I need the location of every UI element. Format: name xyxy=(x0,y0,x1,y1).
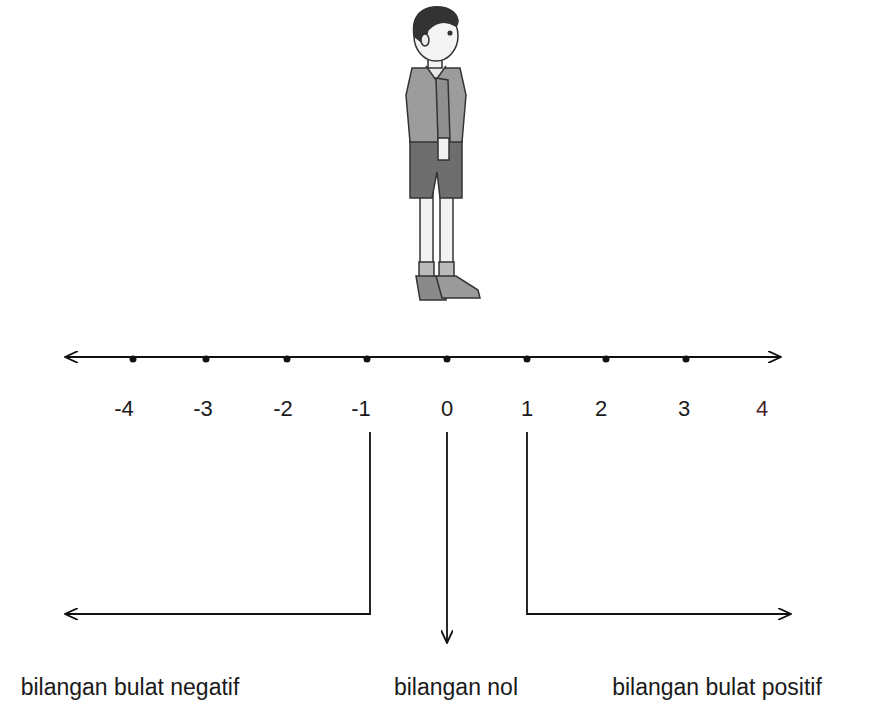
category-label: bilangan nol xyxy=(394,676,518,699)
number-label: 0 xyxy=(441,398,453,420)
zero-arrow xyxy=(446,432,448,642)
number-label: 4 xyxy=(756,398,768,420)
number-label: -3 xyxy=(193,398,213,420)
number-label: 3 xyxy=(678,398,690,420)
category-label: bilangan bulat negatif xyxy=(21,676,240,699)
number-label: -2 xyxy=(273,398,293,420)
number-label: -1 xyxy=(351,398,371,420)
boy-figure xyxy=(406,7,480,300)
positive-bracket xyxy=(527,432,790,614)
number-label: -4 xyxy=(114,398,134,420)
tick-dots xyxy=(130,356,690,363)
number-label: 1 xyxy=(521,398,533,420)
negative-bracket xyxy=(66,432,370,614)
number-label: 2 xyxy=(595,398,607,420)
category-label: bilangan bulat positif xyxy=(612,676,822,699)
